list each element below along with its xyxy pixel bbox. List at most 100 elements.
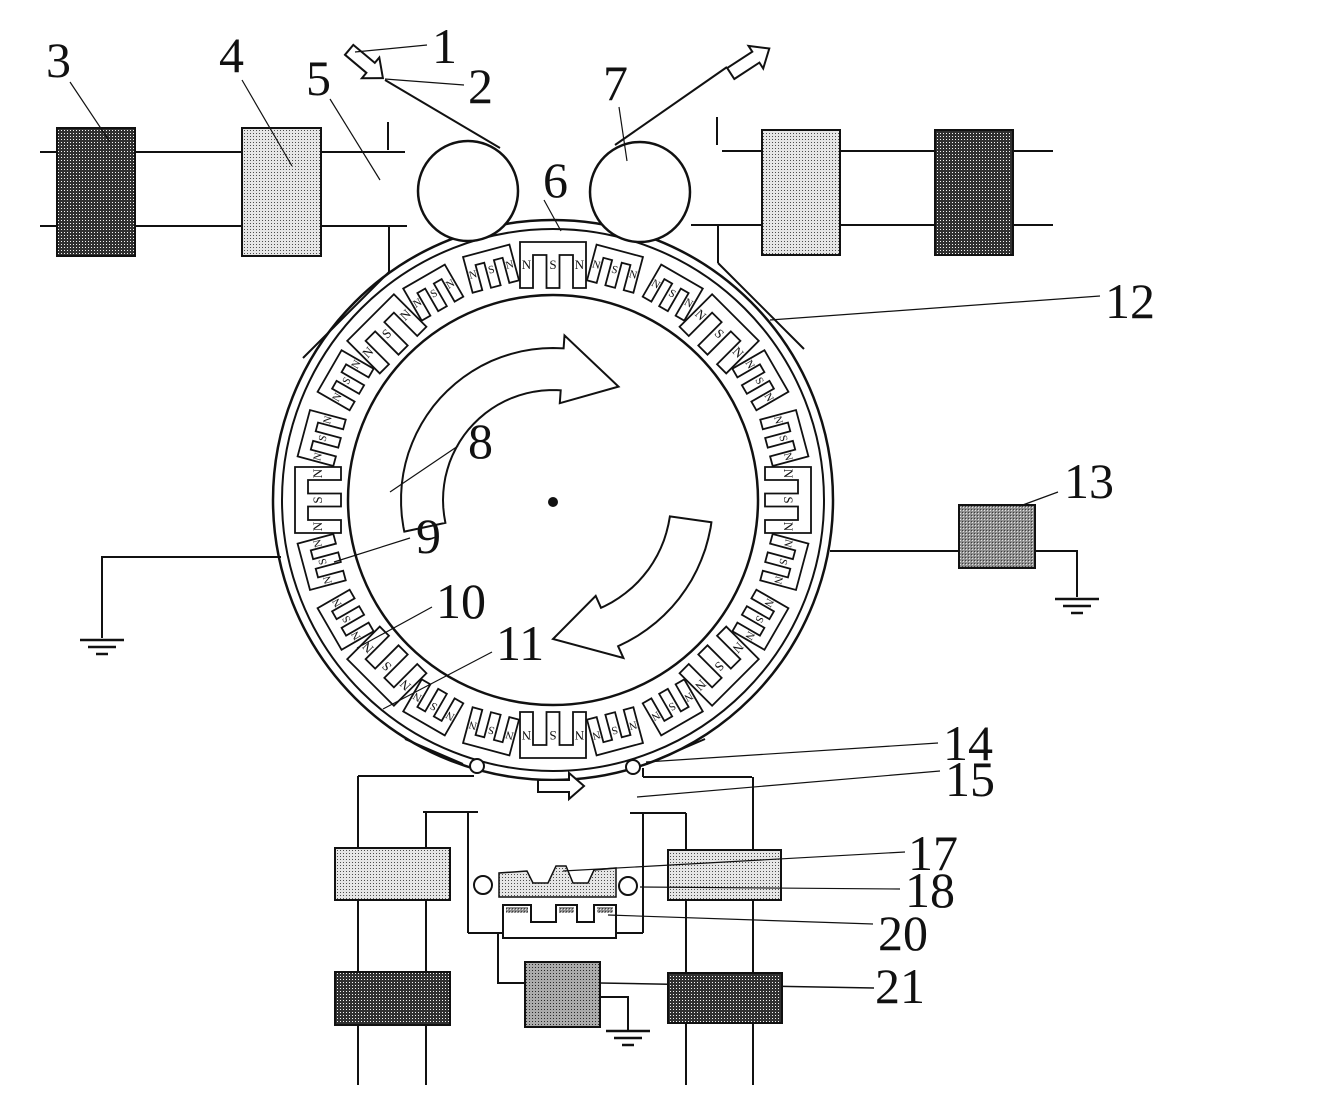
magnet-ecore-outline: [641, 263, 705, 322]
magnet-pole-segment: NSN: [316, 588, 375, 652]
ref-label-11: 11: [496, 615, 544, 671]
magnet-pole-letter: S: [340, 613, 353, 624]
magnet-pole-letter: S: [666, 699, 677, 712]
magnet-pole-segment: NSN: [345, 292, 428, 375]
ref-label-7: 7: [603, 55, 628, 111]
magnet-pole-letter: N: [781, 469, 796, 479]
magnet-pole-letter: S: [610, 723, 619, 736]
leader-4: [241, 79, 293, 167]
magnet-pole-letter: N: [504, 728, 515, 742]
ref-label-2: 2: [468, 58, 493, 114]
box-21-unit: [524, 961, 601, 1028]
rim-contact-left: [469, 758, 485, 774]
magnet-ecore-outline: [296, 532, 347, 592]
magnet-pole-segment: NSN: [519, 711, 587, 759]
magnet-pole-letter: S: [776, 434, 789, 443]
magnet-pole-segment: NSN: [316, 348, 375, 412]
magnet-ecore-outline: [401, 678, 465, 737]
magnet-ecore-outline: [461, 243, 521, 294]
magnet-ecore-outline: [585, 243, 645, 294]
magnet-pole-letter: S: [340, 375, 353, 386]
magnet-ecore-outline: [678, 292, 761, 375]
magnet-pole-letter: S: [487, 723, 496, 736]
magnet-ecore-outline: [764, 466, 812, 534]
magnet-pole-letter: S: [317, 434, 330, 443]
ground-right: [1055, 597, 1099, 615]
magnet-ecore-outline: [731, 588, 790, 652]
magnet-pole-letter: S: [781, 496, 796, 503]
magnet-pole-letter: N: [311, 538, 325, 549]
leader-14: [645, 742, 939, 763]
magnet-pole-letter: N: [311, 451, 325, 462]
leader-20: [607, 914, 874, 925]
magnet-ecore-outline: [759, 408, 810, 468]
tape-out-arrow: [725, 44, 771, 81]
leader-3: [69, 81, 111, 143]
magnet-pole-letter: N: [781, 522, 796, 532]
magnet-pole-letter: N: [310, 521, 325, 531]
magnet-ecore-outline: [345, 292, 428, 375]
magnet-pole-letter: S: [549, 257, 556, 272]
magnet-pole-letter: N: [591, 728, 602, 742]
magnet-pole-letter: N: [310, 468, 325, 478]
box-13-unit: [958, 504, 1036, 569]
tape-in-line: [384, 79, 501, 149]
comb-hatch-right: [597, 907, 613, 913]
leader-11: [382, 651, 493, 710]
leader-8: [389, 445, 459, 493]
component-boxes: [56, 127, 1036, 1028]
magnet-pole-letter: N: [468, 718, 479, 732]
magnet-pole-segment: N S N: [764, 466, 812, 534]
magnet-pole-segment: NSN: [759, 408, 810, 468]
magnet-ecore-outline: [316, 588, 375, 652]
magnet-pole-letter: N: [574, 728, 584, 743]
magnet-ecore-outline: [294, 466, 342, 534]
magnet-pole-letter: S: [776, 557, 789, 566]
magnet-pole-segment: NSN: [678, 625, 761, 708]
magnet-ecore-outline: [678, 625, 761, 708]
box-bottom-left-dark: [334, 971, 451, 1026]
box-4-light-unit: [241, 127, 322, 257]
magnet-pole-segment: NSN: [731, 588, 790, 652]
magnet-pole-segment: NSN: [296, 532, 347, 592]
leader-15: [636, 770, 941, 798]
rotation-arrow-bottom: [551, 515, 713, 660]
magnet-pole-letter: S: [752, 375, 765, 386]
ref-label-21: 21: [875, 958, 925, 1014]
magnet-pole-letter: N: [321, 415, 335, 426]
magnet-ecore-outline: [461, 706, 521, 757]
magnet-pole-letter: S: [428, 699, 439, 712]
box-bottom-left-light: [334, 847, 451, 901]
ref-label-18: 18: [905, 862, 955, 918]
box-bottom-right-dark: [667, 972, 783, 1024]
ref-label-15: 15: [945, 751, 995, 807]
ref-label-8: 8: [468, 413, 493, 469]
ref-label-3: 3: [46, 32, 71, 88]
box-bottom-right-light: [667, 849, 782, 901]
magnet-pole-letter: N: [591, 258, 602, 272]
magnet-pole-segment: NSN: [401, 263, 465, 322]
magnet-pole-letter: S: [610, 264, 619, 277]
magnet-pole-letter: N: [628, 268, 639, 282]
leader-lines: [69, 44, 1101, 925]
axle-dot: [548, 497, 558, 507]
magnet-ecore-outline: [296, 408, 347, 468]
molded-strip: [498, 865, 617, 898]
magnet-pole-segment: NSN: [641, 263, 705, 322]
ref-label-4: 4: [219, 27, 244, 83]
box-right-light-unit: [761, 129, 841, 256]
ref-label-17: 17: [908, 825, 958, 881]
comb-hatch-left: [506, 907, 528, 913]
magnet-ecore-outline: [519, 711, 587, 759]
magnet-pole-letter: N: [781, 538, 795, 549]
leader-12: [769, 295, 1101, 321]
magnet-pole-segment: NSN: [585, 706, 645, 757]
magnet-pole-letter: S: [666, 287, 677, 300]
magnet-pole-letter: S: [487, 264, 496, 277]
right-roller: [588, 140, 692, 244]
ref-label-5: 5: [306, 50, 331, 106]
